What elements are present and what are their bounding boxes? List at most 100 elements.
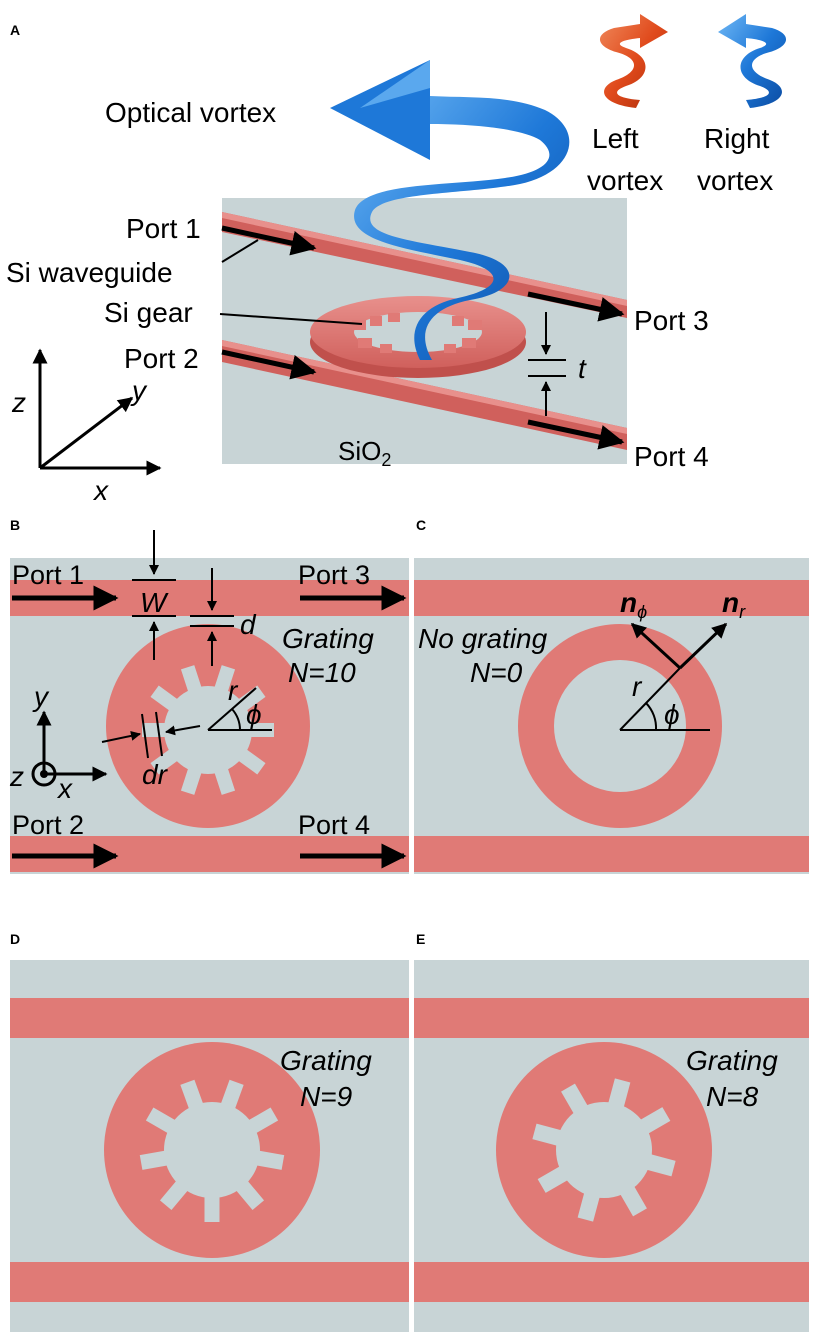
si-gear-label: Si gear [104,297,193,328]
gear-tooth-notch [220,1079,244,1112]
gear-tooth-notch [532,1123,564,1147]
right-vortex-label-1: Right [704,123,770,154]
b-axes [31,710,108,787]
panel-d-top-waveguide [10,998,409,1038]
a-port4-label: Port 4 [634,441,709,472]
gear-tooth-notch [180,765,203,795]
left-vortex-icon [599,14,668,108]
n-r-label: nr [722,587,746,622]
panel-d-letter: D [10,931,20,947]
d-grating-label-1: Grating [280,1045,372,1076]
b-dr-marker [101,711,201,759]
port4-arrow [527,419,625,450]
gear-tooth-notch [159,1178,190,1210]
panel-e-bottom-waveguide [414,1262,809,1302]
panel-d-bottom-waveguide [10,1262,409,1302]
panel-c-ring-hole [554,660,686,792]
gear-tooth-notch [644,1153,676,1177]
port2-arrow [221,349,317,380]
b-grating-label-1: Grating [282,623,374,654]
b-phi-label: ϕ [246,699,262,730]
e-grating-label-2: N=8 [706,1081,759,1112]
b-port4-label: Port 4 [298,810,370,840]
c-r-label: r [632,671,643,702]
optical-vortex-label: Optical vortex [105,97,276,128]
b-axis-x-label: x [56,773,73,804]
panel-e-top-waveguide [414,998,809,1038]
b-radius-angle [207,687,272,731]
gear-tooth-notch [180,665,203,695]
no-grating-label-2: N=0 [470,657,523,688]
left-vortex-label-1: Left [592,123,639,154]
thickness-marker [528,312,566,416]
width-w-marker [132,530,176,660]
panel-d: D Grating N=9 [10,931,409,1332]
b-port3-label: Port 3 [298,560,370,590]
gear-tooth-notch [139,1150,170,1170]
c-vectors [619,622,728,731]
sio2-label: SiO2 [338,436,391,470]
panel-c-bottom-waveguide [414,836,809,872]
gear-inner-hole [164,1102,260,1198]
port3-arrow [527,291,625,322]
gear-leader [219,313,363,325]
thickness-t-label: t [578,353,587,384]
panel-a-letter: A [10,22,20,38]
si-waveguide-label: Si waveguide [6,257,173,288]
panel-e-gear-hole [532,1078,676,1222]
a-port3-label: Port 3 [634,305,709,336]
gap-d-marker [190,568,234,666]
a-axis-x-label: x [92,475,109,506]
c-phi-label: ϕ [664,699,680,730]
no-grating-label-1: No grating [418,623,548,654]
b-axis-z-label: z [9,761,24,792]
n-phi-label: nϕ [620,587,647,622]
panel-a: A [6,14,787,506]
gear-tooth-notch [150,685,180,713]
gear-tooth-notch [213,665,236,695]
b-r-label: r [228,675,239,706]
left-vortex-label-2: vortex [587,165,663,196]
b-grating-label-2: N=10 [288,657,356,688]
b-axis-y-label: y [32,681,50,712]
gear-tooth-notch [537,1165,570,1193]
dr-label: dr [142,759,169,790]
a-axis-z-label: z [11,387,26,418]
a-port2-label: Port 2 [124,343,199,374]
a-port1-label: Port 1 [126,213,201,244]
waveguide-leader [221,239,259,263]
gear-tooth-notch [246,1107,279,1135]
panel-e: E Grating N=8 [414,931,809,1332]
gear-tooth-notch [254,1150,285,1170]
axes-3d [32,348,162,476]
b-port1-label: Port 1 [12,560,84,590]
panel-b: B [9,517,409,874]
gear-tooth-notch [638,1107,671,1135]
gear-inner-hole [556,1102,652,1198]
d-label: d [240,609,257,640]
panel-c-top-waveguide [414,580,809,616]
e-grating-label-1: Grating [686,1045,778,1076]
gear-tooth-notch [204,1194,220,1222]
gear-tooth-notch [150,747,180,775]
panel-c-letter: C [416,517,426,533]
optical-vortex-graphic [330,60,570,360]
gear-tooth-notch [577,1190,601,1222]
gear-tooth-notch [213,765,236,795]
gear-tooth-notch [236,685,266,713]
right-vortex-label-2: vortex [697,165,773,196]
panel-e-letter: E [416,931,425,947]
gear-tooth-notch [145,1107,178,1135]
right-vortex-icon [718,14,787,108]
gear-tooth-notch [234,1178,265,1210]
w-label: W [140,587,169,618]
b-port2-label: Port 2 [12,810,84,840]
a-axis-y-label: y [130,375,148,406]
panel-d-gear-hole [139,1079,285,1222]
d-grating-label-2: N=9 [300,1081,352,1112]
gear-tooth-notch [619,1184,647,1217]
panel-c: C No grating N=0 nϕ nr r ϕ [414,517,809,874]
gear-tooth-notch [236,747,266,775]
